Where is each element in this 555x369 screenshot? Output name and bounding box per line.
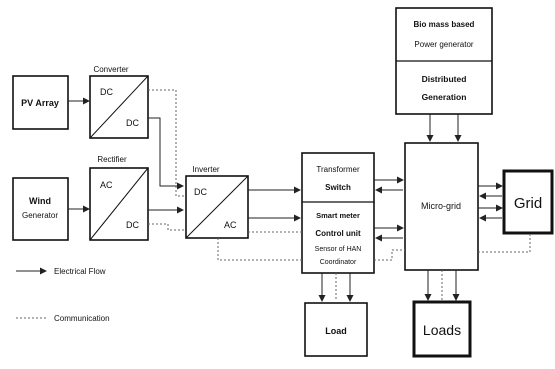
legend-flow-label: Electrical Flow <box>54 267 106 276</box>
rectifier-in-label: AC <box>100 180 113 190</box>
inverter-out-label: AC <box>224 220 237 230</box>
converter-title: Converter <box>93 65 128 74</box>
load-label: Load <box>325 326 347 336</box>
dg-label-1: Distributed <box>422 74 467 84</box>
distributed-generation-block: Bio mass based Power generator Distribut… <box>395 7 493 115</box>
rectifier-title: Rectifier <box>97 155 127 164</box>
biomass-label-2: Power generator <box>414 40 473 49</box>
load-block: Load <box>304 302 368 357</box>
communication-lines <box>148 89 531 301</box>
dg-label-2: Generation <box>422 92 467 102</box>
pv-array-label: PV Array <box>21 98 59 108</box>
rectifier-block: AC DC <box>89 167 149 241</box>
biomass-label-1: Bio mass based <box>414 20 475 29</box>
loads-block: Loads <box>412 300 472 358</box>
legend: Electrical Flow Communication <box>16 267 110 323</box>
smart-meter-label-2: Control unit <box>315 229 361 238</box>
micro-grid-block: Micro-grid <box>404 142 479 271</box>
inverter-in-label: DC <box>194 187 207 197</box>
micro-grid-label: Micro-grid <box>421 201 461 211</box>
inverter-block: DC AC <box>185 175 249 239</box>
inverter-title: Inverter <box>192 165 219 174</box>
wind-label-1: Wind <box>29 196 51 206</box>
converter-out-label: DC <box>126 118 139 128</box>
smart-meter-label-1: Smart meter <box>316 211 360 220</box>
transformer-smartmeter-block: Transformer Switch Smart meter Control u… <box>301 152 375 274</box>
pv-array-block: PV Array <box>12 75 69 130</box>
transformer-label-2: Switch <box>325 183 351 192</box>
converter-in-label: DC <box>100 87 113 97</box>
rectifier-out-label: DC <box>126 220 139 230</box>
grid-label: Grid <box>514 195 542 212</box>
transformer-label-1: Transformer <box>316 165 360 174</box>
legend-comm-label: Communication <box>54 314 110 323</box>
electrical-flow-lines <box>68 97 503 302</box>
loads-label: Loads <box>423 322 461 338</box>
wind-generator-block: Wind Generator <box>12 177 69 241</box>
wind-label-2: Generator <box>22 211 58 220</box>
smart-meter-label-4: Coordinator <box>320 259 357 266</box>
converter-block: DC DC <box>89 75 149 139</box>
grid-block: Grid <box>502 169 554 235</box>
smart-meter-label-3: Sensor of HAN <box>315 246 362 253</box>
